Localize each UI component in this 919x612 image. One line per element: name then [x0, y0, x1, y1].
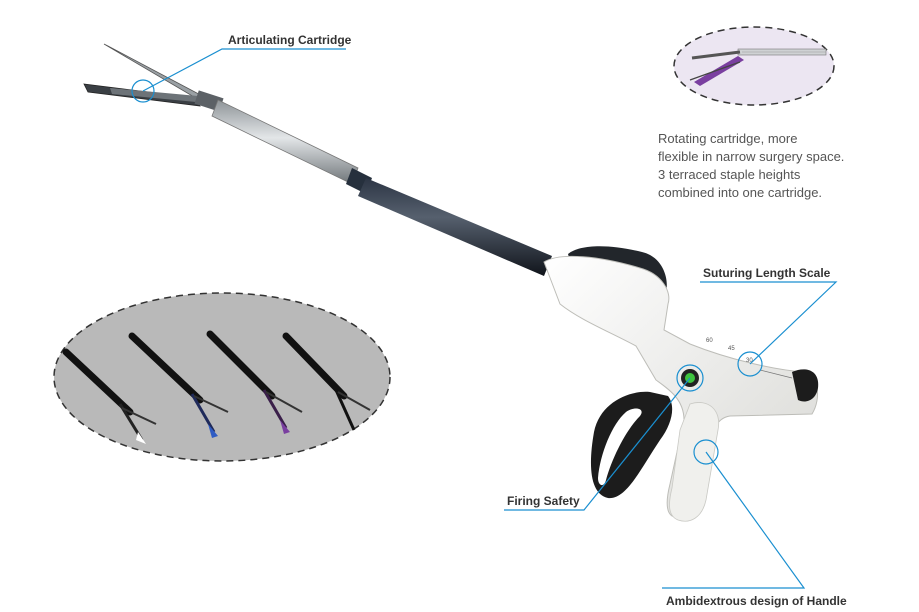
cartridge-variants-inset — [53, 292, 391, 462]
callout-circle-handle — [693, 439, 719, 465]
metal-shaft — [211, 99, 372, 194]
leader-scale — [700, 281, 838, 365]
label-firing-safety: Firing Safety — [507, 494, 580, 508]
cartridge-tip-blue — [128, 332, 229, 438]
head-end-cap — [792, 369, 819, 402]
rotating-cartridge-description: Rotating cartridge, more flexible in nar… — [658, 130, 898, 202]
label-articulating-cartridge: Articulating Cartridge — [228, 33, 352, 47]
stapler-handle: 60 45 30 — [543, 246, 819, 522]
leader-safety — [504, 377, 691, 511]
stapler-jaws — [83, 43, 224, 112]
cartridge-tip-black — [282, 332, 371, 431]
scale-mark-30: 30 — [746, 358, 753, 364]
label-ambidextrous-handle: Ambidextrous design of Handle — [666, 594, 847, 608]
leader-cartridge — [142, 48, 346, 92]
description-line: combined into one cartridge. — [658, 185, 823, 200]
rotating-cartridge-inset — [673, 26, 835, 106]
callout-circle-cartridge — [131, 79, 155, 103]
cartridge-tip-purple — [206, 330, 303, 434]
callout-circle-scale — [737, 351, 763, 377]
description-line: 3 terraced staple heights — [658, 167, 801, 182]
scale-mark-60: 60 — [706, 338, 713, 344]
leader-handle — [662, 451, 806, 589]
black-shaft — [358, 178, 552, 276]
description-line: Rotating cartridge, more — [658, 131, 798, 146]
cartridge-inset-ellipse — [673, 26, 835, 106]
callout-circle-safety — [676, 364, 704, 392]
description-line: flexible in narrow surgery space. — [658, 149, 845, 164]
inset-ellipse — [53, 292, 391, 462]
firing-trigger — [590, 391, 673, 499]
label-suturing-length-scale: Suturing Length Scale — [703, 266, 831, 280]
scale-mark-45: 45 — [728, 346, 735, 352]
cartridge-tip-white — [62, 348, 157, 444]
